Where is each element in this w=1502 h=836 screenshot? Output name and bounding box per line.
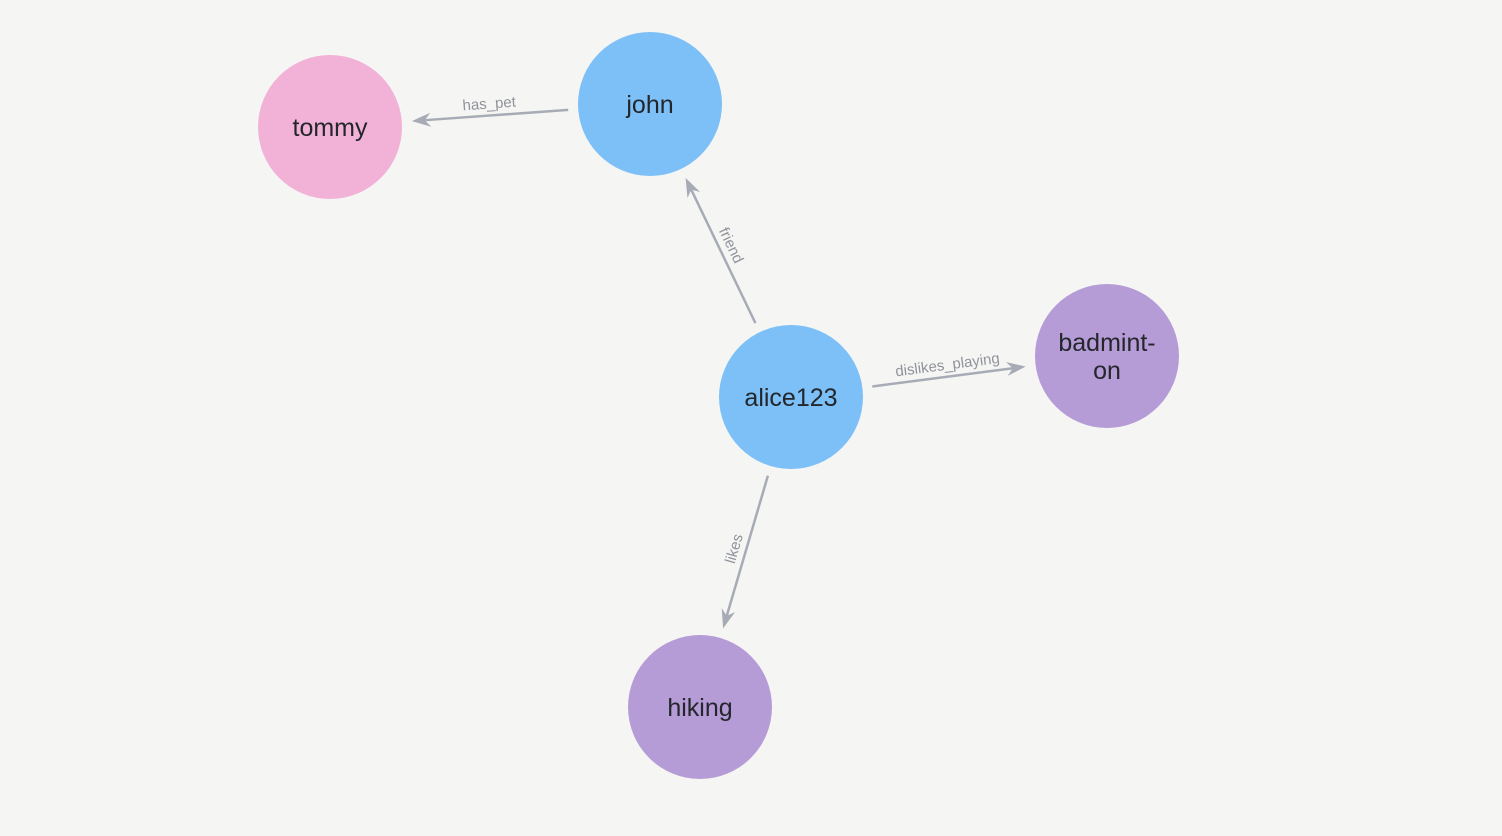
- node-john[interactable]: john: [578, 32, 722, 176]
- edge-line: [690, 189, 757, 324]
- edge-john-tommy[interactable]: has_pet: [411, 94, 569, 127]
- edge-alice123-john[interactable]: friend: [685, 177, 757, 324]
- node-circle: [1035, 284, 1179, 428]
- edge-label: has_pet: [462, 94, 517, 115]
- edge-alice123-hiking[interactable]: likes: [721, 475, 770, 629]
- edge-arrowhead-icon: [721, 608, 736, 629]
- edge-label: friend: [715, 225, 747, 266]
- node-circle: [578, 32, 722, 176]
- edge-line: [872, 366, 1013, 388]
- edge-line: [725, 475, 770, 617]
- node-badminton[interactable]: badmint-on: [1035, 284, 1179, 428]
- node-circle: [719, 325, 863, 469]
- edge-arrowhead-icon: [1005, 362, 1026, 376]
- edge-alice123-badminton[interactable]: dislikes_playing: [872, 350, 1026, 388]
- node-label: alice123: [744, 384, 837, 412]
- node-label: hiking: [667, 694, 732, 722]
- edge-arrowhead-icon: [411, 112, 432, 127]
- edge-line: [424, 108, 569, 122]
- node-circle: [628, 635, 772, 779]
- node-tommy[interactable]: tommy: [258, 55, 402, 199]
- edge-arrowhead-icon: [685, 177, 701, 199]
- node-circle: [258, 55, 402, 199]
- node-label: john: [625, 91, 673, 119]
- node-label: badmint-on: [1058, 329, 1155, 385]
- node-hiking[interactable]: hiking: [628, 635, 772, 779]
- node-alice123[interactable]: alice123: [719, 325, 863, 469]
- node-label: tommy: [293, 114, 369, 142]
